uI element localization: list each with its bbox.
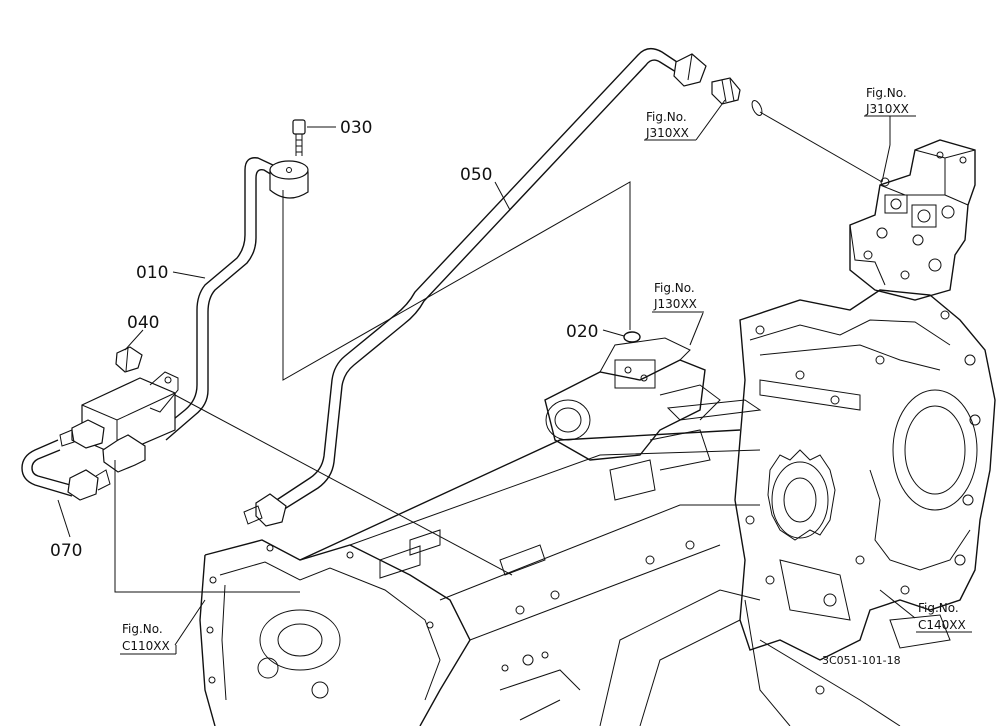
figure-references: Fig.No. J310XX Fig.No. J310XX Fig.No. J1… (120, 86, 972, 655)
fig-ref-c110: Fig.No. C110XX (120, 622, 177, 655)
fig-ref-c140: Fig.No. C140XX (916, 601, 972, 633)
nut-050-top (673, 53, 707, 87)
svg-text:J130XX: J130XX (653, 297, 697, 311)
svg-text:Fig.No.: Fig.No. (866, 86, 907, 100)
transmission-case (199, 139, 996, 726)
nut-fitting-right (102, 434, 146, 473)
pipe-050 (271, 47, 681, 514)
svg-text:Fig.No.: Fig.No. (654, 281, 695, 295)
o-ring-020 (623, 331, 641, 343)
part-label-010: 010 (136, 263, 168, 283)
part-label-040: 040 (127, 313, 159, 333)
part-label-020: 020 (566, 322, 598, 342)
block-fitting (269, 160, 309, 199)
u-pipe-070 (21, 439, 111, 501)
svg-text:Fig.No.: Fig.No. (646, 110, 687, 124)
svg-text:C140XX: C140XX (918, 618, 966, 632)
fig-ref-j310-left: Fig.No. J310XX (644, 110, 696, 141)
plug-040 (115, 346, 143, 373)
svg-text:C110XX: C110XX (122, 639, 170, 653)
drawing-code: 3C051-101-18 (822, 654, 901, 667)
connector-j310 (711, 77, 763, 116)
part-label-070: 070 (50, 541, 82, 561)
svg-text:Fig.No.: Fig.No. (918, 601, 959, 615)
svg-text:Fig.No.: Fig.No. (122, 622, 163, 636)
bolt-030 (292, 119, 306, 156)
nut-050-bottom (243, 493, 287, 527)
valve-body (81, 371, 179, 456)
pipe-010 (157, 157, 278, 441)
part-label-030: 030 (340, 118, 372, 138)
part-label-050: 050 (460, 165, 492, 185)
nut-fitting-left (59, 419, 105, 449)
fig-ref-j310-right: Fig.No. J310XX (864, 86, 916, 145)
leader-lines (57, 99, 916, 646)
fig-ref-j130: Fig.No. J130XX (652, 281, 704, 313)
svg-text:J310XX: J310XX (865, 102, 909, 116)
part-labels: 030 050 010 040 020 070 (50, 118, 598, 561)
svg-text:J310XX: J310XX (645, 126, 689, 140)
